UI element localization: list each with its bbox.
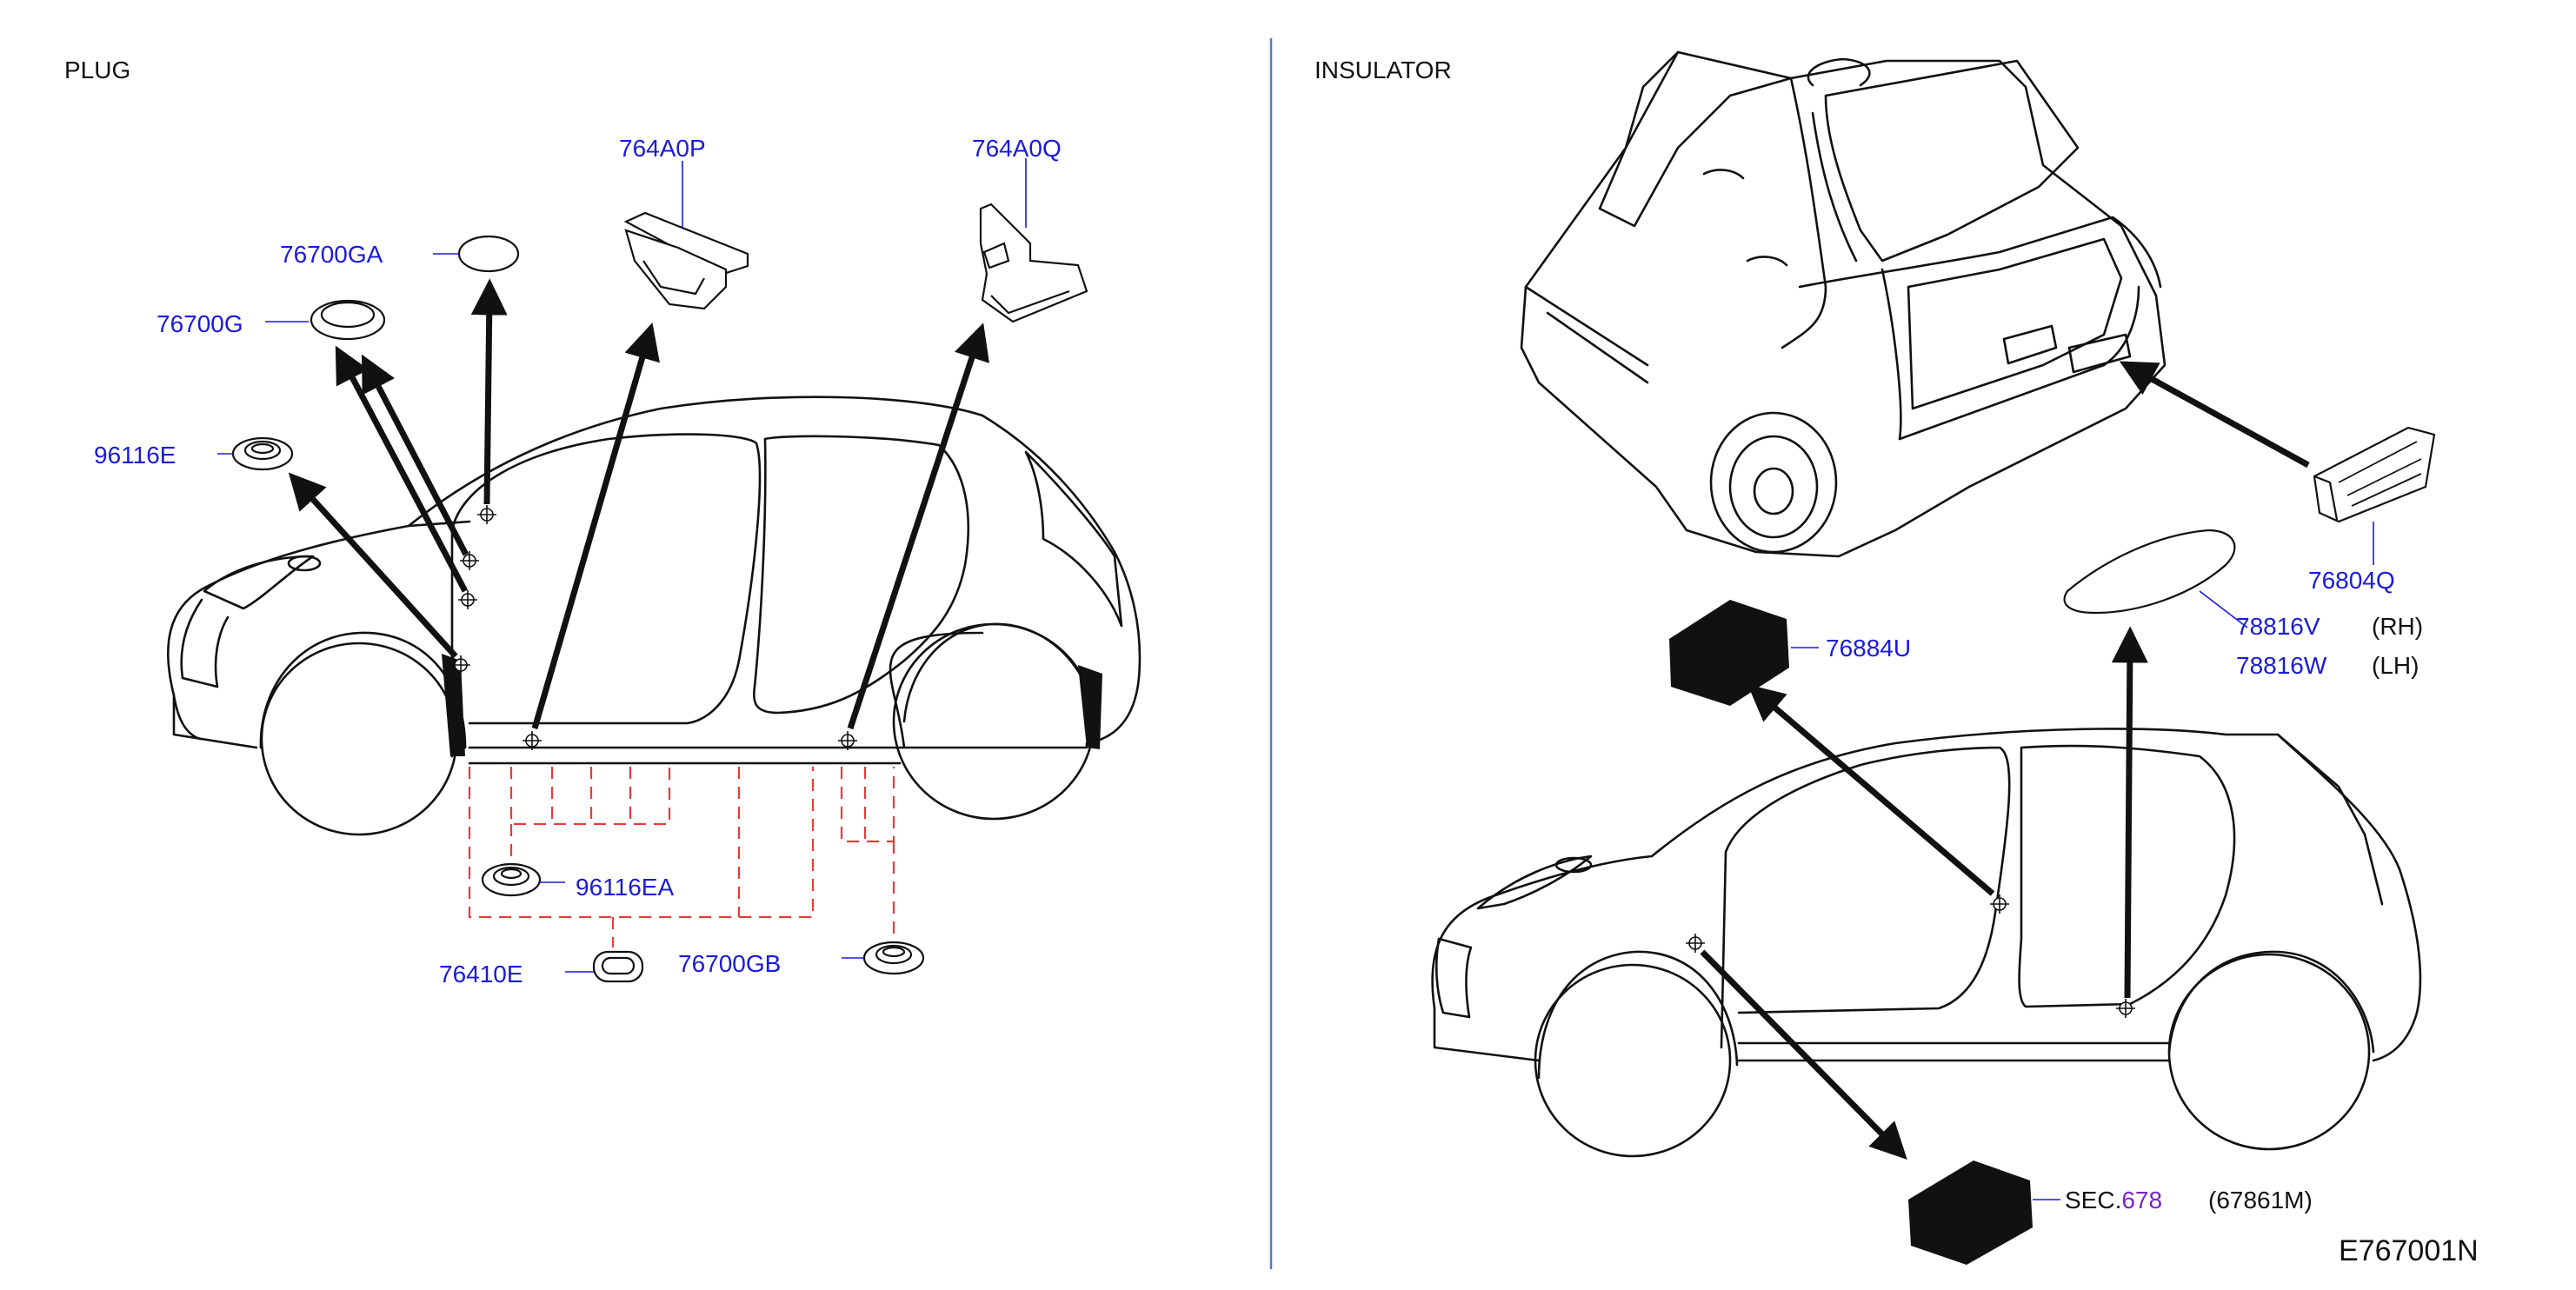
part-96116EA-illustration <box>481 862 565 897</box>
right-car-side-view <box>1431 728 2422 1158</box>
sec-reference: SEC.678 <box>2065 1187 2162 1214</box>
part-764A0Q-illustration <box>979 158 1088 323</box>
part-number-76700GB[interactable]: 76700GB <box>678 950 781 977</box>
part-number-764A0Q[interactable]: 764A0Q <box>972 135 1062 162</box>
insulator-section-title: INSULATOR <box>1315 57 1452 83</box>
side-label-lh: (LH) <box>2372 652 2419 679</box>
sec-part-code: (67861M) <box>2208 1187 2313 1214</box>
part-76700GA-illustration <box>433 235 520 273</box>
part-67861M-illustration <box>1908 1160 2060 1265</box>
fastener-markers-left <box>450 504 858 751</box>
callout-arrows-right <box>1700 361 2310 1160</box>
part-number-76410E[interactable]: 76410E <box>439 961 523 987</box>
dashed-guides-left <box>468 767 895 948</box>
part-number-764A0P[interactable]: 764A0P <box>619 135 706 162</box>
side-label-rh: (RH) <box>2372 613 2423 640</box>
part-number-96116E[interactable]: 96116E <box>94 442 176 469</box>
part-76884U-illustration <box>1669 600 1819 706</box>
part-76700GB-illustration <box>842 941 925 975</box>
part-number-78816V[interactable]: 78816V <box>2236 613 2320 640</box>
plug-section-title: PLUG <box>64 57 130 83</box>
part-number-76884U[interactable]: 76884U <box>1826 635 1911 662</box>
diagram-id: E767001N <box>2339 1234 2479 1267</box>
part-78816-illustration <box>2063 529 2248 628</box>
part-number-76804Q[interactable]: 76804Q <box>2308 567 2395 594</box>
right-car-rear-view <box>1520 50 2167 558</box>
callout-arrows-left <box>288 278 989 730</box>
sec-prefix: SEC. <box>2065 1187 2121 1214</box>
part-number-76700GA[interactable]: 76700GA <box>280 241 383 268</box>
sec-number-link[interactable]: 678 <box>2121 1187 2162 1214</box>
part-76410E-illustration <box>565 950 644 983</box>
part-number-96116EA[interactable]: 96116EA <box>576 874 674 901</box>
left-car-side-view <box>167 396 1142 836</box>
part-764A0P-illustration <box>623 161 749 310</box>
part-76700G-illustration <box>265 299 386 341</box>
part-96116E-illustration <box>217 436 294 471</box>
part-76804Q-illustration <box>2313 426 2436 565</box>
part-number-76700G[interactable]: 76700G <box>156 310 243 337</box>
part-number-78816W[interactable]: 78816W <box>2236 652 2327 679</box>
